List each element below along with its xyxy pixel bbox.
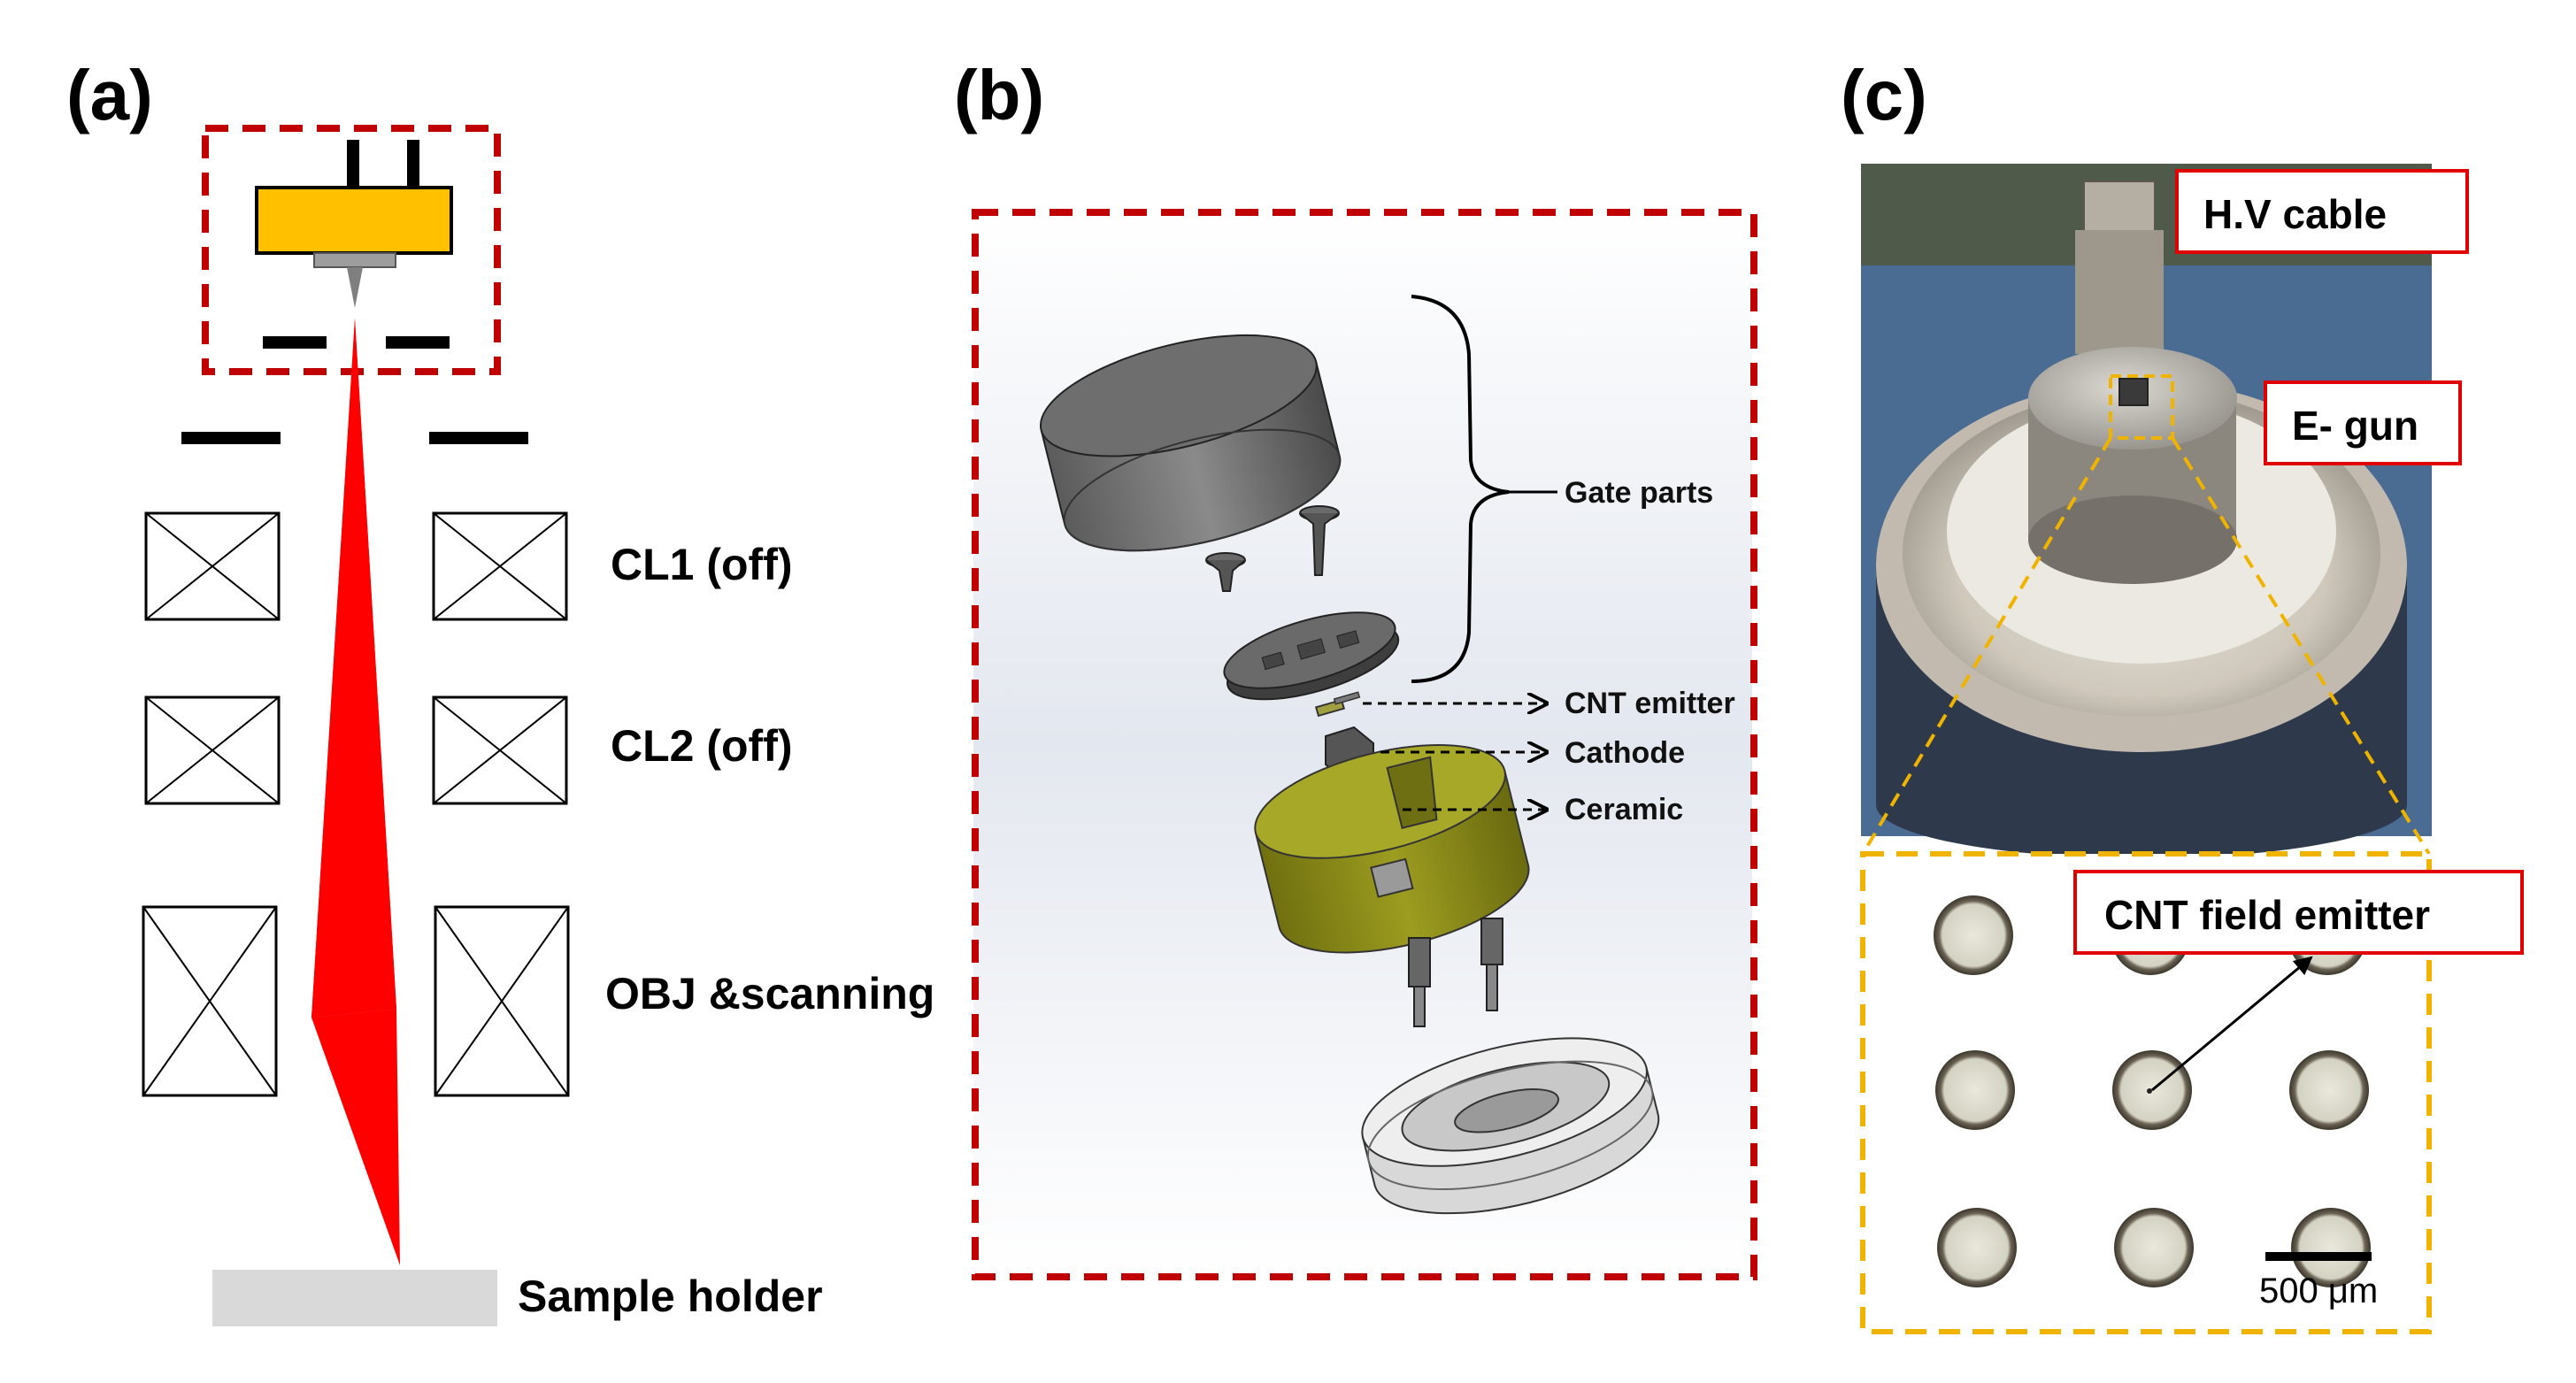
gate-parts-label: Gate parts	[1565, 476, 1713, 510]
egun-label: E- gun	[2292, 403, 2418, 449]
lens-cl2-left	[144, 695, 281, 805]
sample-holder-label: Sample holder	[518, 1272, 823, 1321]
zoom-source-box	[2109, 374, 2174, 440]
field-emitter-callout: CNT field emitter	[2073, 870, 2524, 955]
egun-photo	[1861, 164, 2432, 858]
gun-pin-left	[347, 140, 359, 191]
extractor-right	[386, 336, 450, 349]
zoom-line-left	[1861, 436, 2112, 856]
field-emitter-label: CNT field emitter	[2104, 892, 2430, 938]
electron-beam-focus	[311, 1009, 400, 1265]
lens-cl1-right	[432, 511, 568, 621]
anode-right	[429, 432, 528, 444]
cathode-post-right	[1480, 918, 1503, 1011]
gun-body	[255, 186, 453, 255]
panel-b-label: (b)	[954, 56, 1044, 134]
gate-plate	[1223, 611, 1400, 701]
lens-cl2-right	[432, 695, 568, 805]
zoom-line-right	[2171, 436, 2431, 856]
gate-cylinder	[1039, 334, 1342, 552]
gun-tip	[347, 267, 363, 308]
cnt-emitter-label: CNT emitter	[1565, 687, 1735, 720]
lens-cl1-left	[144, 511, 281, 621]
panel-c: (c) H.V cable	[1841, 56, 2524, 1334]
gun-tip-base	[313, 252, 396, 268]
anode-left	[181, 432, 281, 444]
field-emitter-arrow	[2151, 956, 2313, 1092]
lens-obj-left	[142, 905, 278, 1097]
electron-beam-upper	[311, 319, 396, 1018]
gate-screw-right	[1299, 505, 1340, 576]
panel-a: (a)	[66, 56, 934, 1326]
panel-c-label: (c)	[1841, 56, 1927, 134]
panel-b: (b)	[954, 56, 1757, 1280]
lens-label-obj: OBJ &scanning	[605, 969, 934, 1018]
gun-pin-right	[407, 140, 419, 191]
scale-bar	[2265, 1252, 2372, 1261]
egun-callout: E- gun	[2264, 380, 2462, 465]
panel-a-label: (a)	[66, 56, 153, 134]
hv-cable-callout: H.V cable	[2175, 169, 2469, 254]
sample-holder	[212, 1270, 497, 1326]
lens-obj-right	[434, 905, 570, 1097]
base-flange	[1361, 1037, 1660, 1215]
cad-dashed-frame	[972, 209, 1757, 1280]
gate-screw-left	[1205, 552, 1246, 592]
micrograph-dashed-frame	[1860, 851, 2432, 1334]
cathode-label: Cathode	[1565, 736, 1685, 770]
ceramic-cylinder	[1254, 744, 1530, 954]
lens-label-cl2: CL2 (off)	[611, 721, 793, 771]
ceramic-label: Ceramic	[1565, 793, 1683, 826]
gun-dashed-box	[202, 125, 501, 375]
hv-cable-label: H.V cable	[2203, 191, 2387, 237]
scale-bar-label: 500 μm	[2259, 1272, 2378, 1310]
lens-label-cl1: CL1 (off)	[611, 540, 793, 589]
cathode-post-left	[1408, 937, 1431, 1027]
extractor-left	[263, 336, 327, 349]
cnt-emitter-chip	[1333, 691, 1361, 705]
